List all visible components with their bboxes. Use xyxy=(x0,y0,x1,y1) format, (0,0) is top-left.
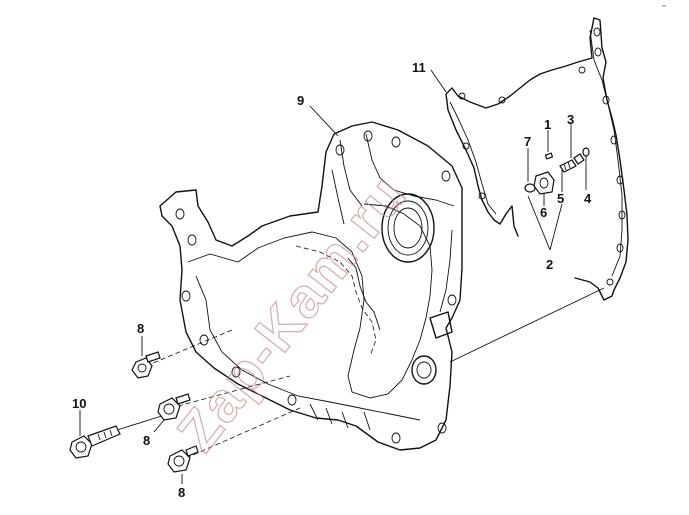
callout-5: 5 xyxy=(557,191,564,206)
gasket-holes xyxy=(458,27,626,286)
main-bore-ring xyxy=(381,193,435,263)
plug-icon xyxy=(573,153,585,165)
callout-7: 7 xyxy=(524,134,531,149)
gasket xyxy=(445,17,629,301)
callout-2: 2 xyxy=(546,257,553,272)
bolt-long-10 xyxy=(69,425,121,459)
plug-subassembly xyxy=(524,147,590,195)
bolt-upper-8 xyxy=(131,351,161,379)
hex-flange-bolt-icon xyxy=(69,435,93,459)
hex-flange-bolt-icon xyxy=(157,397,181,421)
hex-flange-bolt-icon xyxy=(167,449,191,473)
o-ring-icon xyxy=(524,183,536,193)
hex-flange-bolt-icon xyxy=(131,357,153,379)
timing-cover xyxy=(159,121,463,451)
bolt-lower-8 xyxy=(167,445,199,473)
callout-9: 9 xyxy=(297,93,304,108)
callout-1: 1 xyxy=(544,117,551,132)
callout-8-upper: 8 xyxy=(137,321,144,336)
callout-10: 10 xyxy=(72,396,86,411)
callout-3: 3 xyxy=(567,112,574,127)
pin-icon xyxy=(544,152,554,160)
callout-8-middle: 8 xyxy=(143,433,150,448)
callout-8-lower: 8 xyxy=(178,485,185,500)
callout-6: 6 xyxy=(540,205,547,220)
callout-11: 11 xyxy=(412,60,426,75)
bolt-middle-8 xyxy=(157,393,191,421)
callout-4: 4 xyxy=(584,191,592,206)
callout-leaders xyxy=(79,69,587,484)
watermark: Zap-Kam.ru xyxy=(165,163,419,463)
corner-tag: °° xyxy=(662,5,666,11)
assembly-lines xyxy=(97,287,605,459)
housing-icon xyxy=(533,171,555,195)
washer-icon xyxy=(582,147,590,157)
